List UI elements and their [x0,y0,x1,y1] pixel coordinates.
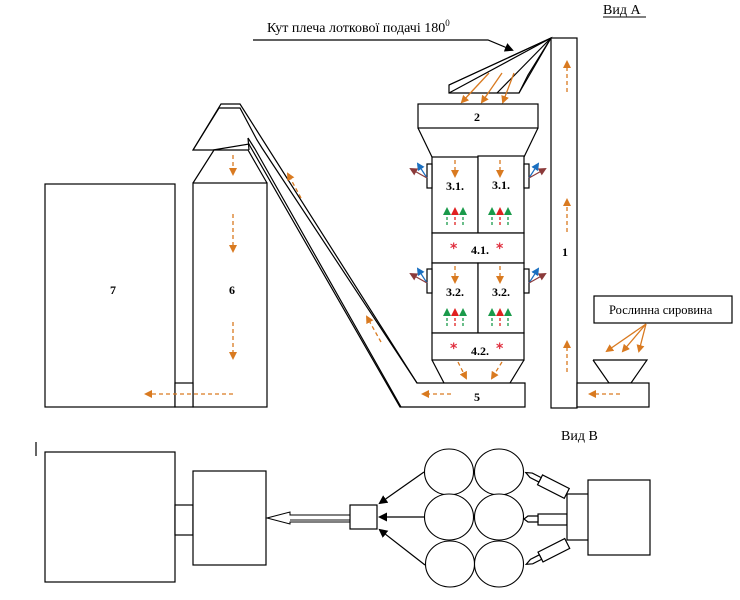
chamber-circle [423,448,475,496]
flow-arrow-up [366,315,382,343]
storage-7-label: 7 [110,283,116,297]
nozzle-top [524,471,571,500]
star-icon: * [496,341,504,357]
bin-top-view [192,470,267,566]
emission-arrow [416,162,428,179]
feed-conveyor [576,382,650,408]
feed-arrow [480,72,503,104]
emission-arrow [528,162,540,179]
elevator-1 [550,37,578,409]
chamber-grid [423,448,525,588]
flow-arrow-down [457,361,467,380]
emission-arrow [528,267,540,284]
emission-arrow [409,168,428,179]
collect-arrow [378,471,425,505]
chamber-3-2-left-label: 3.2. [446,285,464,299]
hopper-2 [417,103,539,129]
callout-text: Кут плеча лоткової подачі 1800 [267,18,450,36]
flow-arrow-up [287,172,302,199]
hopper-2-label: 2 [474,110,480,124]
chamber-circle [473,493,525,541]
chamber-3-1-right [477,155,525,234]
star-icon: * [450,341,458,357]
chamber-circle [473,540,525,588]
side-nozzle [523,268,530,294]
feed-arrow [501,72,515,104]
callout: Кут плеча лоткової подачі 1800 [253,18,514,52]
collector-box [349,504,378,530]
chamber-3-1-left-label: 3.1. [446,179,464,193]
zone-4-2 [431,332,525,361]
storage-7 [44,183,176,408]
hollow-arrow [265,511,351,525]
view-b-title: Вид В [561,429,598,444]
chamber-3-2-right [477,262,525,334]
conveyor-5-label: 5 [474,390,480,404]
feed-arrow [621,323,647,353]
side-nozzle [426,268,433,294]
raw-material-box [593,295,733,324]
nozzle-bottom [524,537,571,566]
star-icon: * [450,241,458,257]
chamber-3-1-right-label: 3.1. [492,178,510,192]
flow-arrow-down [490,361,503,380]
nozzle-middle [523,513,568,526]
zone-4-2-label: 4.2. [471,344,489,358]
elevator-1-label: 1 [562,245,568,259]
side-nozzle [523,163,530,189]
feed-hopper [592,359,649,384]
chamber-circle [423,493,475,541]
side-nozzle [426,163,433,189]
star-icon: * [496,241,504,257]
chamber-circle [473,448,525,496]
zone-4-1-label: 4.1. [471,243,489,257]
chamber-3-2-right-label: 3.2. [492,285,510,299]
raw-material-label: Рослинна сировина [609,303,713,317]
connector-top-view [174,504,194,536]
manifold [566,493,590,541]
view-a-label: Вид А [603,3,641,18]
bin-6 [192,149,268,408]
view-a-title: Вид А [603,3,646,18]
emission-arrow [528,273,547,284]
connector [174,382,194,408]
emission-arrow [528,168,547,179]
feed-chute [448,36,553,94]
heat-markers: * * * * [450,241,504,357]
air-flow-arrows [443,207,512,326]
collect-arrow [378,528,426,566]
emission-arrows [409,162,547,284]
emission-arrow [416,267,428,284]
storage-top-view [44,451,176,583]
emission-arrow [409,273,428,284]
blower-unit [587,479,651,556]
feed-arrow [636,323,647,353]
feed-arrow [460,72,490,104]
bin-6-label: 6 [229,283,235,297]
view-b-label: Вид В [561,429,598,444]
feed-arrow [605,323,647,353]
chamber-circle [424,540,476,588]
